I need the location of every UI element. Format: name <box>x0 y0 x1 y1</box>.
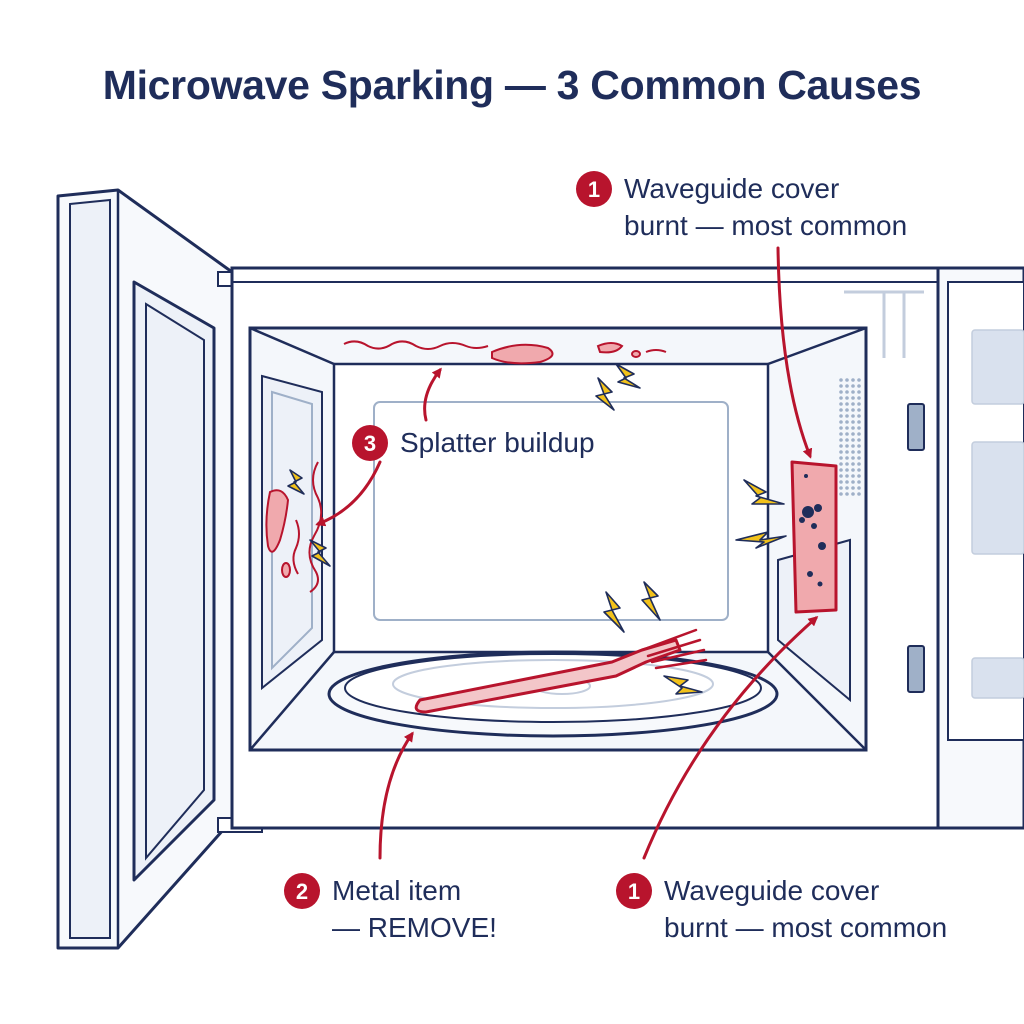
callout-arrows <box>315 246 819 860</box>
callout-waveguide-bottom: 1 Waveguide cover burnt — most common <box>616 872 947 946</box>
callout-line1: Waveguide cover <box>624 173 840 204</box>
callout-splatter: 3 Splatter buildup <box>352 424 595 461</box>
vent-grille-icon <box>839 378 861 496</box>
callout-line1: Metal item <box>332 875 462 906</box>
callout-line2: burnt — most common <box>624 210 908 241</box>
spark-icon <box>595 377 615 411</box>
callout-metal-item: 2 Metal item — REMOVE! <box>284 872 497 946</box>
spark-icons <box>287 363 787 695</box>
spark-icon <box>615 363 641 389</box>
spark-icon <box>603 591 625 633</box>
callout-line1: Splatter buildup <box>400 427 595 458</box>
arrow-waveguide-top <box>776 246 813 459</box>
spark-icon <box>735 531 787 549</box>
spark-icon <box>663 675 703 695</box>
arrow-waveguide-bottom <box>642 616 819 860</box>
turntable-plate <box>327 650 779 738</box>
callout-line2: burnt — most common <box>664 912 948 943</box>
waveguide-cover <box>790 460 838 614</box>
arrow-splatter-top <box>423 367 442 422</box>
callout-line2: — REMOVE! <box>332 912 497 943</box>
callout-line1: Waveguide cover <box>664 875 880 906</box>
callout-number-badge: 1 <box>576 171 612 207</box>
splatter-marks <box>265 342 641 578</box>
spark-icon <box>287 469 305 495</box>
callout-number-badge: 1 <box>616 873 652 909</box>
callout-number-badge: 2 <box>284 873 320 909</box>
spark-icon <box>641 581 661 621</box>
fork-icon <box>414 628 708 714</box>
splatter-squiggles <box>292 340 667 593</box>
microwave-body <box>230 266 1024 830</box>
arrow-splatter-left <box>315 460 382 527</box>
spark-icon <box>743 479 785 505</box>
callout-number-badge: 3 <box>352 425 388 461</box>
spark-icon <box>309 539 331 567</box>
page-title: Microwave Sparking — 3 Common Causes <box>102 62 922 108</box>
callout-waveguide-top: 1 Waveguide cover burnt — most common <box>576 170 907 244</box>
arrow-metal <box>378 731 414 860</box>
